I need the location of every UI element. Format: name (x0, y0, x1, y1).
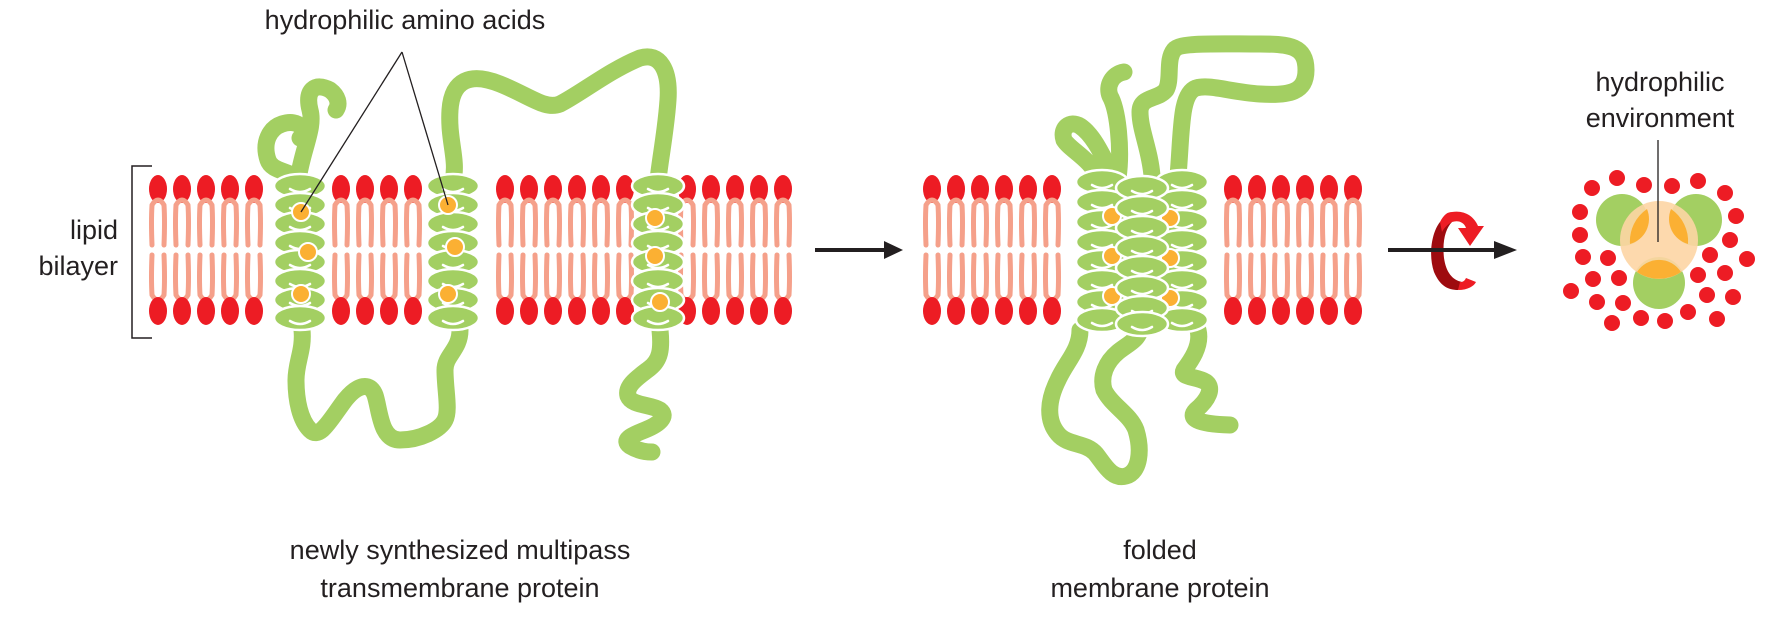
hydrophilic-residue (291, 284, 311, 304)
hydrophilic-environment-label-line1: hydrophilic (1595, 67, 1725, 97)
folded-helix-front (1114, 174, 1170, 338)
folded-protein-caption-line2: membrane protein (1050, 573, 1270, 603)
hydrophilic-environment-label-line2: environment (1585, 103, 1735, 133)
lipid-heads-ring (1563, 170, 1755, 331)
n-terminus-loop (257, 78, 347, 189)
cytoplasmic-loop-1 (287, 321, 469, 449)
unfolded-protein-panel (131, 48, 792, 461)
label-pointer-lines (300, 51, 449, 213)
lipid-bilayer-label-line2: bilayer (38, 251, 118, 281)
transmembrane-helix-1 (272, 172, 328, 332)
c-terminus-tail (618, 321, 672, 461)
rotation-axis-arrow (1388, 241, 1517, 259)
hydrophilic-residue (650, 292, 670, 312)
hydrophilic-residue (445, 237, 465, 257)
transmembrane-helix-3 (630, 172, 686, 332)
unfolded-protein-caption-line1: newly synthesized multipass (289, 535, 631, 565)
folded-protein-loops (1041, 35, 1315, 486)
protein-loops (257, 48, 677, 461)
core-helix-overlaps (1629, 209, 1689, 279)
hydrophilic-residue (645, 208, 665, 228)
unfolded-protein-caption-line2: transmembrane protein (320, 573, 600, 603)
folded-protein-panel (923, 35, 1362, 486)
process-arrow (815, 241, 903, 259)
hydrophilic-residue (438, 284, 458, 304)
cross-section-panel (1563, 140, 1755, 331)
hydrophilic-residue (298, 242, 318, 262)
hydrophilic-residue (645, 246, 665, 266)
lipid-bilayer-bracket (131, 165, 152, 339)
transmembrane-helix-2 (425, 172, 481, 332)
hydrophilic-amino-acids-label: hydrophilic amino acids (264, 5, 546, 35)
extracellular-loop-1 (441, 48, 677, 189)
lipid-bilayer-label-line1: lipid (69, 215, 118, 245)
folded-protein-caption-line1: folded (1123, 535, 1197, 565)
rotation-arrow-icon (1431, 211, 1484, 290)
